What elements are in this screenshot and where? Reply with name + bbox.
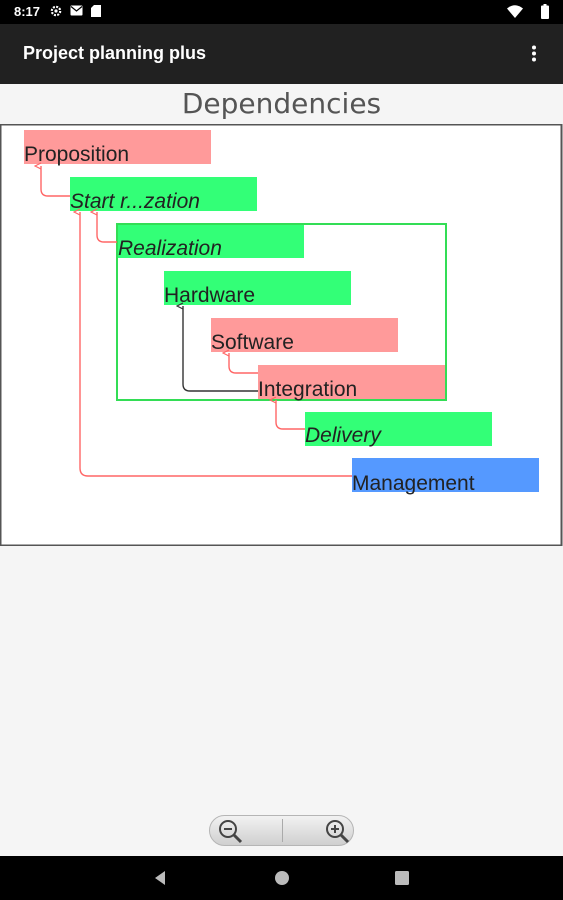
- task-label-integration: Integration: [258, 378, 357, 401]
- task-bar-realization[interactable]: [117, 224, 304, 258]
- home-icon[interactable]: [272, 868, 292, 888]
- zoom-divider: [282, 819, 283, 842]
- task-bar-start-realization[interactable]: [70, 177, 257, 211]
- mail-icon: [70, 5, 83, 16]
- task-label-software: Software: [211, 331, 294, 354]
- task-bar-hardware[interactable]: [164, 271, 351, 305]
- dependency-arrow-management-to-start: [80, 212, 352, 477]
- task-label-delivery: Delivery: [305, 424, 382, 447]
- back-icon[interactable]: [150, 868, 170, 888]
- overflow-menu-button[interactable]: [522, 40, 546, 68]
- dependency-arrow-realization-to-start: [97, 212, 117, 243]
- task-bar-delivery[interactable]: [305, 412, 492, 446]
- zoom-out-icon: [219, 820, 243, 844]
- dependency-arrow-integration-to-hardware: [183, 306, 258, 392]
- zoom-controls: [209, 815, 354, 846]
- app-title: Project planning plus: [23, 43, 207, 63]
- app-bar: Project planning plus: [0, 24, 563, 84]
- task-label-hardware: Hardware: [164, 284, 255, 307]
- task-label-management: Management: [352, 472, 475, 495]
- gear-icon: [50, 5, 62, 17]
- sd-card-icon: [91, 5, 101, 17]
- recents-icon[interactable]: [392, 868, 412, 888]
- zoom-in-icon: [326, 820, 350, 844]
- dependency-diagram[interactable]: Proposition Start r...zation Realization…: [0, 124, 563, 546]
- dependency-arrow-integration-to-software: [229, 353, 258, 374]
- wifi-icon: [507, 5, 523, 18]
- overflow-menu-icon: [532, 45, 536, 62]
- task-bar-software[interactable]: [211, 318, 398, 352]
- dependency-arrow-start-to-proposition: [41, 166, 70, 197]
- zoom-out-button[interactable]: [210, 816, 282, 845]
- task-label-realization: Realization: [118, 237, 222, 260]
- zoom-in-button[interactable]: [283, 816, 355, 845]
- clock: 8:17: [14, 4, 41, 19]
- realization-group-frame: [116, 223, 447, 401]
- task-label-proposition: Proposition: [24, 143, 129, 166]
- task-label-start-realization: Start r...zation: [70, 190, 200, 213]
- task-bar-management[interactable]: [352, 458, 539, 492]
- task-bar-proposition[interactable]: [24, 130, 211, 164]
- status-bar: 8:17: [0, 0, 563, 24]
- dependency-arrow-delivery-to-integration: [276, 400, 305, 430]
- battery-icon: [541, 4, 549, 19]
- task-bar-integration[interactable]: [258, 365, 445, 399]
- navigation-bar: [0, 856, 563, 900]
- page-title: Dependencies: [181, 87, 382, 120]
